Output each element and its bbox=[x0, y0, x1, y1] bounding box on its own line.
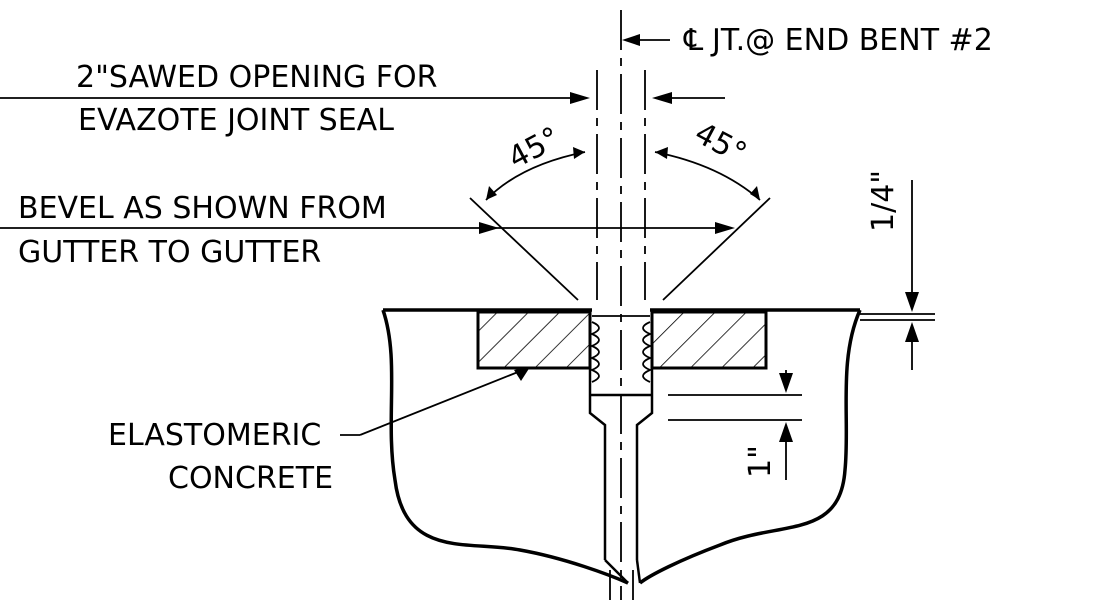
bevel-label-line2: GUTTER TO GUTTER bbox=[18, 235, 321, 270]
sawed-opening-label-line2: EVAZOTE JOINT SEAL bbox=[78, 103, 394, 138]
centerline-symbol: ℄ bbox=[683, 23, 703, 58]
elastomeric-label-line1: ELASTOMERIC bbox=[108, 418, 321, 453]
concrete-slab-outline bbox=[381, 308, 862, 585]
bevel-lines bbox=[469, 197, 771, 301]
elastomeric-label-line2: CONCRETE bbox=[168, 461, 333, 496]
joint-seal bbox=[588, 312, 654, 584]
bevel-label-line1: BEVEL AS SHOWN FROM bbox=[18, 191, 387, 226]
angle-arcs bbox=[485, 147, 761, 201]
angle-left-label: 45° bbox=[503, 120, 566, 176]
one-inch-dimension: 1" bbox=[743, 445, 778, 478]
quarter-inch-dimension: 1/4" bbox=[866, 170, 901, 232]
centerline-label: JT.@ END BENT #2 bbox=[710, 23, 993, 58]
centerline-lines bbox=[596, 10, 646, 600]
elastomeric-concrete-blocks bbox=[476, 310, 768, 370]
leader-lines bbox=[0, 34, 935, 480]
sawed-opening-label-line1: 2"SAWED OPENING FOR bbox=[76, 60, 438, 95]
